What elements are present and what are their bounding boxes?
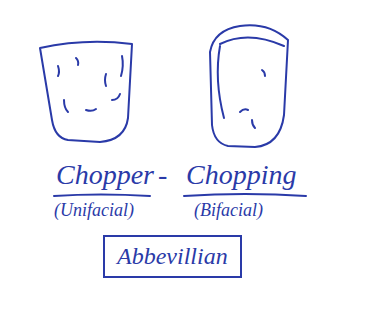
tool-name: Chopping xyxy=(186,160,296,191)
tool-name: Chopper xyxy=(56,160,154,191)
flake-mark xyxy=(105,74,106,86)
tool-type: (Unifacial) xyxy=(54,201,134,221)
flake-mark xyxy=(86,109,96,111)
dash: - xyxy=(158,160,167,191)
flake-mark xyxy=(240,109,248,112)
underline xyxy=(184,194,306,196)
flake-mark xyxy=(76,58,78,65)
culture-name: Abbevillian xyxy=(117,243,228,269)
chopper-outline xyxy=(40,42,132,142)
flake-mark xyxy=(121,56,123,76)
flake-mark xyxy=(64,100,68,112)
underline xyxy=(54,195,150,197)
flake-mark xyxy=(252,120,255,128)
flake-mark xyxy=(112,94,120,100)
cutting-edge xyxy=(218,46,224,118)
flake-mark xyxy=(58,66,59,76)
tool-type: (Bifacial) xyxy=(194,201,263,221)
flake-mark xyxy=(262,70,265,76)
cutting-edge xyxy=(220,37,284,46)
culture-box: Abbevillian xyxy=(103,235,242,278)
chopping-outline xyxy=(210,25,288,147)
